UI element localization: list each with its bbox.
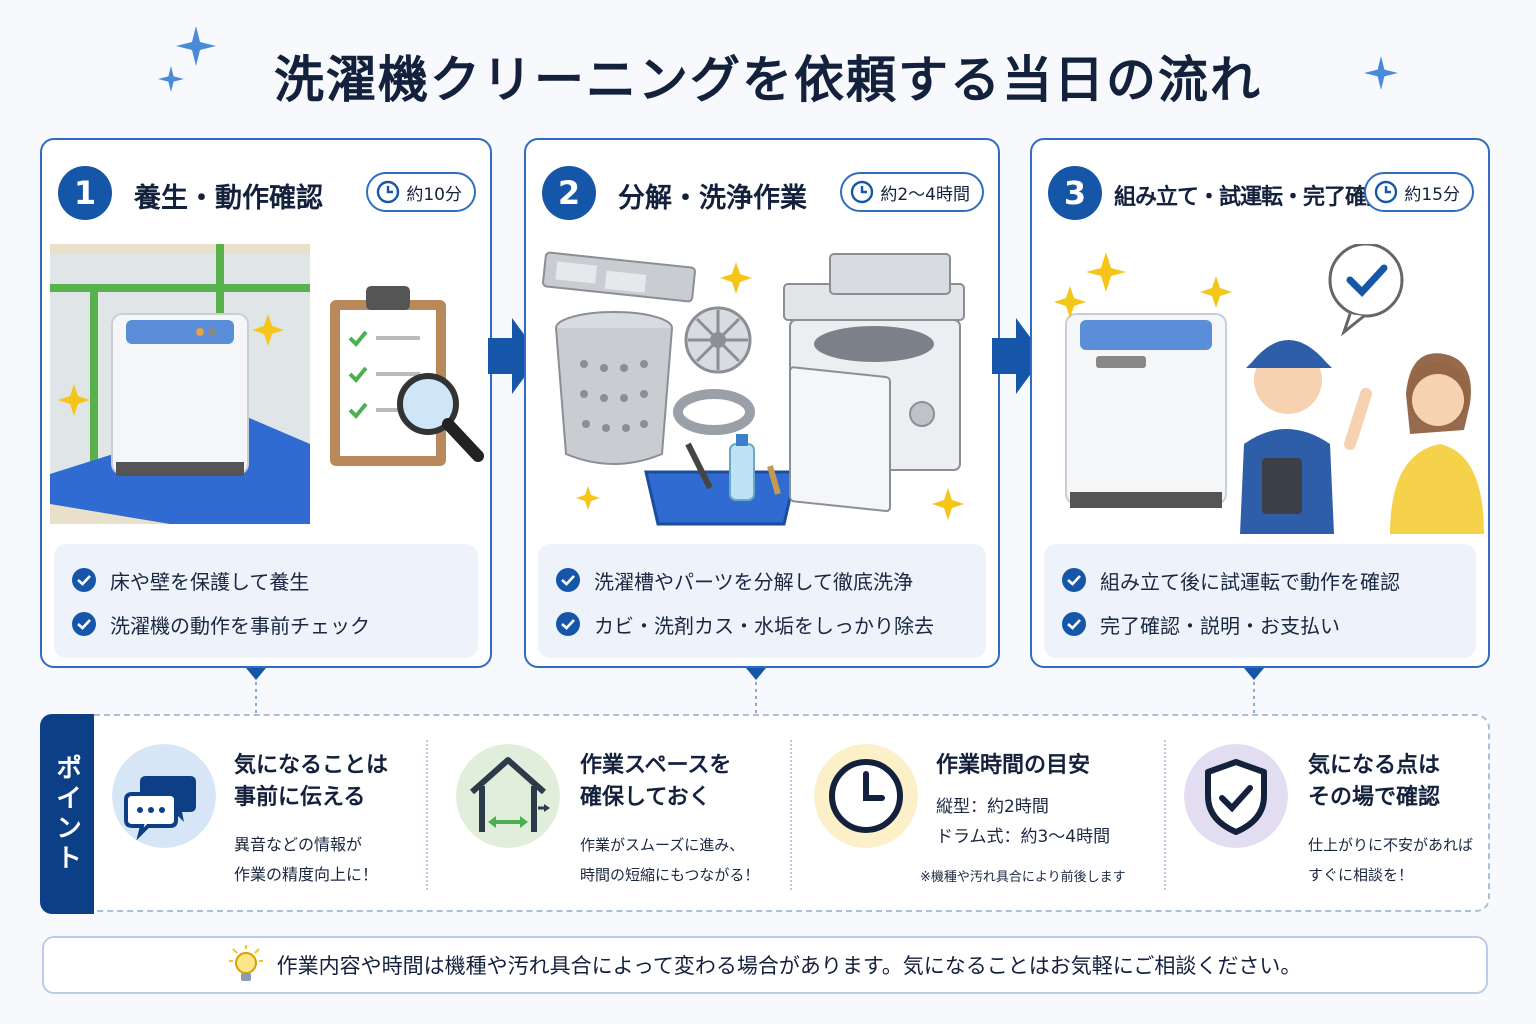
- point-title: 作業スペースを 確保しておく: [580, 750, 731, 814]
- time-label: 約2〜4時間: [880, 184, 970, 205]
- check-list: 床や壁を保護して養生 洗濯機の動作を事前チェック: [54, 544, 478, 658]
- point-desc-line: 作業がスムーズに進み、: [580, 836, 745, 854]
- step-card-3: 3 組み立て・試運転・完了確認 約15分 組み立て後に試運転で動作を確認: [1030, 138, 1490, 668]
- point-title-line: 確保しておく: [580, 785, 711, 810]
- step-header: 2 分解・洗浄作業 約2〜4時間: [542, 164, 984, 224]
- check-text: 洗濯機の動作を事前チェック: [110, 613, 370, 638]
- disassembly-illustration: [542, 251, 965, 526]
- time-badge: 約15分: [1364, 172, 1474, 212]
- point-title-line: 気になることは: [234, 753, 389, 778]
- point-description: 作業がスムーズに進み、 時間の短縮にもつながる！: [580, 830, 759, 890]
- check-circle-icon: [72, 568, 96, 592]
- protection-illustration: [50, 244, 484, 524]
- list-item: 完了確認・説明・お支払い: [1062, 602, 1458, 646]
- point-title: 気になる点は その場で確認: [1308, 750, 1440, 814]
- point-desc-line: ドラム式：約3〜4時間: [936, 827, 1111, 847]
- check-text: 組み立て後に試運転で動作を確認: [1100, 569, 1400, 594]
- points-panel: ポイント 気になることは 事前に伝える 異音などの情報が 作業の精度向上に！ 作…: [40, 714, 1490, 914]
- time-label: 約10分: [406, 184, 462, 205]
- point-description: 縦型：約2時間 ドラム式：約3〜4時間: [936, 792, 1110, 852]
- point-item: 作業時間の目安 縦型：約2時間 ドラム式：約3〜4時間 ※機種や汚れ具合により前…: [814, 736, 1154, 896]
- step-title: 分解・洗浄作業: [618, 183, 807, 214]
- divider: [790, 740, 792, 890]
- point-title-line: 気になる点は: [1308, 753, 1441, 778]
- point-title-line: 作業時間の目安: [936, 753, 1091, 778]
- divider: [426, 740, 428, 890]
- check-circle-icon: [556, 612, 580, 636]
- point-desc-line: 作業の精度向上に！: [234, 865, 379, 884]
- list-item: 床や壁を保護して養生: [72, 558, 460, 602]
- house-space-icon: [456, 744, 560, 848]
- point-note: ※機種や汚れ具合により前後します: [920, 870, 1126, 885]
- footer-text: 作業内容や時間は機種や汚れ具合によって変わる場合があります。気になることはお気軽…: [276, 954, 1302, 978]
- check-text: 完了確認・説明・お支払い: [1100, 613, 1340, 638]
- clock-icon: [814, 744, 918, 848]
- step-header: 3 組み立て・試運転・完了確認 約15分: [1048, 164, 1474, 224]
- list-item: 洗濯機の動作を事前チェック: [72, 602, 460, 646]
- time-label: 約15分: [1404, 184, 1460, 205]
- point-title-line: 事前に伝える: [234, 785, 366, 810]
- step-number: 2: [542, 166, 596, 220]
- connector-line: [246, 668, 266, 718]
- sparkle-icon: [176, 26, 216, 66]
- sparkle-icon: [158, 66, 184, 92]
- arrow-right-icon: [488, 318, 540, 394]
- clock-icon: [851, 180, 874, 204]
- page-title: 洗濯機クリーニングを依頼する当日の流れ: [274, 51, 1262, 109]
- check-text: 洗濯槽やパーツを分解して徹底洗浄: [594, 569, 913, 594]
- point-desc-line: 縦型：約2時間: [936, 797, 1049, 817]
- check-text: 床や壁を保護して養生: [110, 569, 310, 594]
- footer-note: 作業内容や時間は機種や汚れ具合によって変わる場合があります。気になることはお気軽…: [42, 936, 1488, 994]
- time-badge: 約2〜4時間: [840, 172, 984, 212]
- clock-icon: [377, 180, 400, 204]
- point-title: 気になることは 事前に伝える: [234, 750, 388, 814]
- check-circle-icon: [556, 568, 580, 592]
- point-desc-line: 異音などの情報が: [234, 835, 363, 854]
- check-circle-icon: [72, 612, 96, 636]
- check-list: 組み立て後に試運転で動作を確認 完了確認・説明・お支払い: [1044, 544, 1476, 658]
- list-item: 組み立て後に試運転で動作を確認: [1062, 558, 1458, 602]
- points-label: ポイント: [40, 714, 94, 914]
- shield-check-icon: [1184, 744, 1288, 848]
- step-card-2: 2 分解・洗浄作業 約2〜4時間: [524, 138, 1000, 668]
- step-number: 1: [58, 166, 112, 220]
- point-item: 気になる点は その場で確認 仕上がりに不安があれば すぐに相談を！: [1184, 736, 1484, 896]
- connector-line: [746, 668, 766, 718]
- check-circle-icon: [1062, 568, 1086, 592]
- check-list: 洗濯槽やパーツを分解して徹底洗浄 カビ・洗剤カス・水垢をしっかり除去: [538, 544, 986, 658]
- connector-line: [1244, 668, 1264, 718]
- divider: [1164, 740, 1166, 890]
- completion-illustration: [1054, 244, 1484, 534]
- check-circle-icon: [1062, 612, 1086, 636]
- list-item: 洗濯槽やパーツを分解して徹底洗浄: [556, 558, 968, 602]
- lightbulb-icon: [228, 945, 263, 981]
- list-item: カビ・洗剤カス・水垢をしっかり除去: [556, 602, 968, 646]
- point-desc-line: 仕上がりに不安があれば: [1308, 836, 1474, 854]
- point-desc-line: 時間の短縮にもつながる！: [580, 866, 760, 884]
- step-title: 養生・動作確認: [134, 183, 323, 214]
- point-item: 作業スペースを 確保しておく 作業がスムーズに進み、 時間の短縮にもつながる！: [456, 736, 776, 896]
- clock-icon: [1375, 180, 1398, 204]
- point-title: 作業時間の目安: [936, 750, 1090, 782]
- point-title-line: その場で確認: [1308, 785, 1441, 810]
- step-card-1: 1 養生・動作確認 約10分 床や壁を保護して養生: [40, 138, 492, 668]
- chat-bubble-icon: [112, 744, 216, 848]
- point-description: 仕上がりに不安があれば すぐに相談を！: [1308, 830, 1473, 890]
- time-badge: 約10分: [366, 172, 476, 212]
- step-header: 1 養生・動作確認 約10分: [58, 164, 476, 224]
- step-number: 3: [1048, 166, 1102, 220]
- point-item: 気になることは 事前に伝える 異音などの情報が 作業の精度向上に！: [112, 736, 422, 896]
- point-desc-line: すぐに相談を！: [1308, 866, 1414, 884]
- arrow-right-icon: [992, 318, 1044, 394]
- check-text: カビ・洗剤カス・水垢をしっかり除去: [594, 613, 934, 638]
- point-description: 異音などの情報が 作業の精度向上に！: [234, 830, 378, 890]
- step-title: 組み立て・試運転・完了確認: [1114, 185, 1388, 210]
- sparkle-icon: [1364, 56, 1398, 90]
- point-title-line: 作業スペースを: [580, 753, 732, 778]
